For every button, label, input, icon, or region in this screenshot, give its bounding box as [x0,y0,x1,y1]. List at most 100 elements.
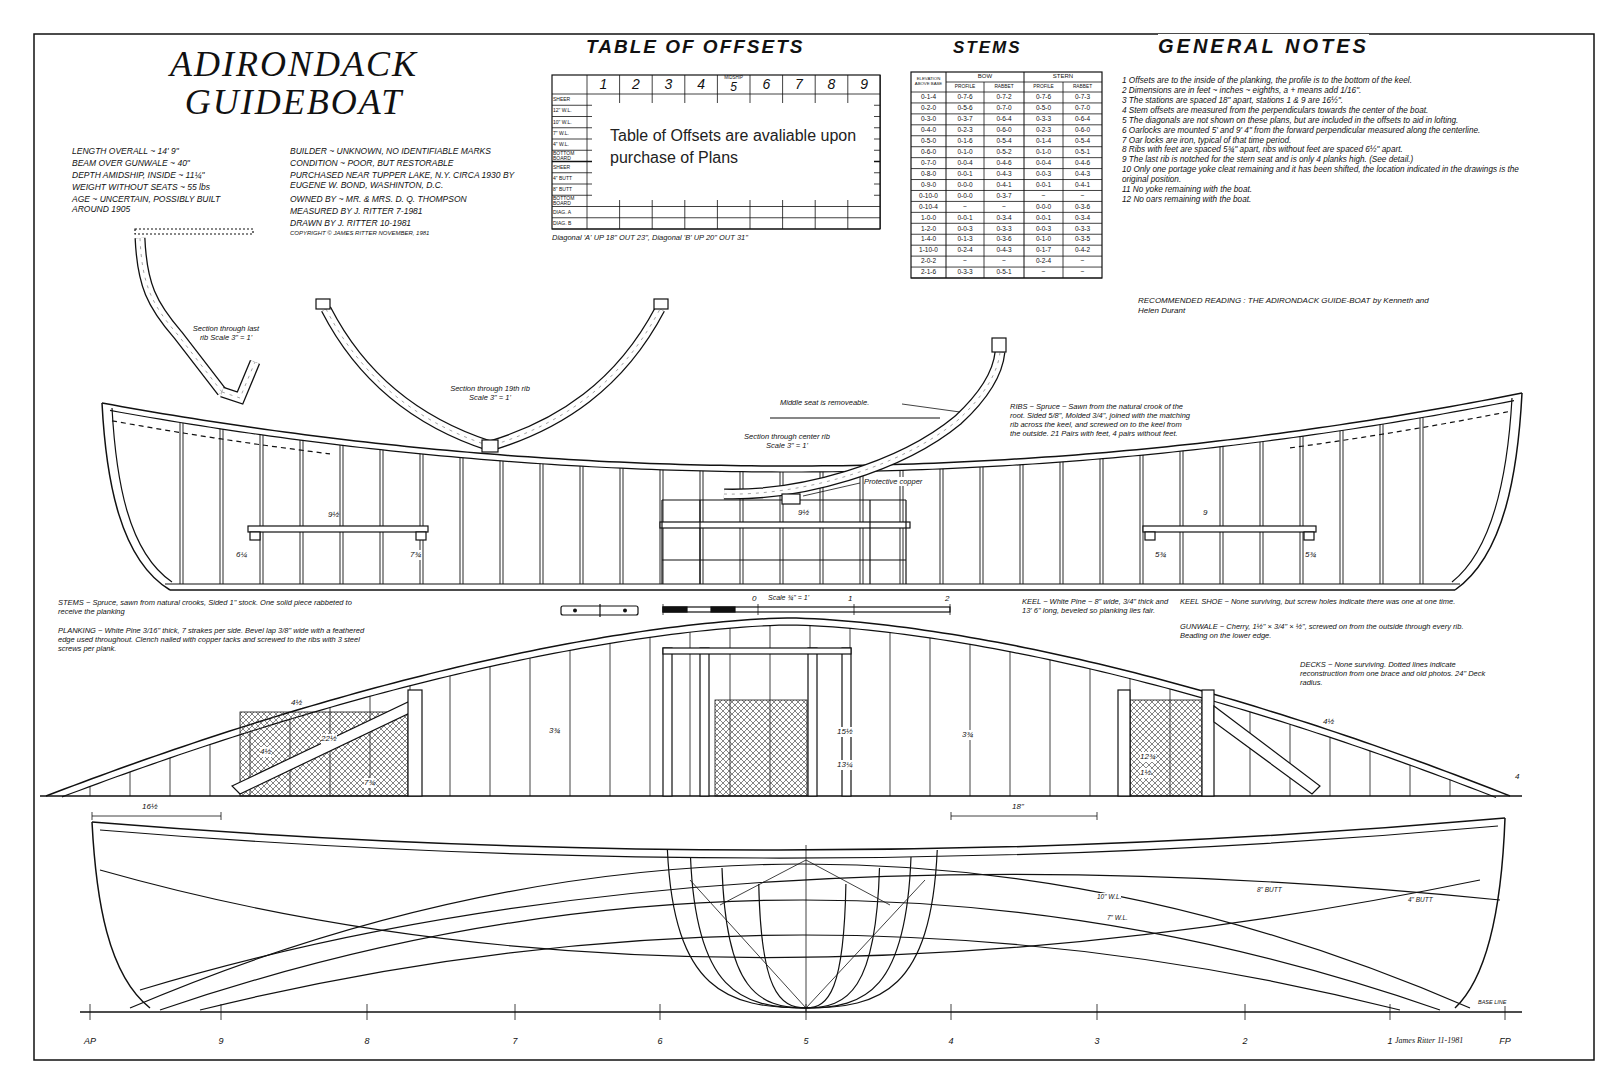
label-anchor: 0-5-4 [984,136,1024,147]
rib-line [623,468,624,584]
label-anchor: PURCHASED NEAR TUPPER LAKE, N.Y. CIRCA 1… [290,170,518,190]
rib-line [650,637,651,796]
label-anchor: WEIGHT WITHOUT SEATS ~ 55 lbs [72,182,302,192]
label-anchor: 0-0-0 [946,190,984,201]
table-cell: 0-5-2 [996,149,1011,156]
table-cell: ~ [1081,193,1085,200]
label-anchor: 10 Only one portage yoke cleat remaining… [1122,165,1522,184]
dimension-text: 9½ [328,510,339,520]
rib-line [263,435,264,584]
label-anchor: ~ [1024,267,1063,278]
label-anchor: ~ [1063,256,1102,267]
seat-frame [663,648,851,654]
station-tick [951,1004,952,1020]
rib-section [724,352,1000,494]
rib-section [222,362,255,398]
table-cell: 0-3-6 [1075,204,1090,211]
seat-cleat [1304,532,1314,540]
label-anchor: 0-5-0 [1024,103,1063,114]
rib-line [423,454,424,584]
dimension-text: 12¾ [1140,752,1156,762]
rib-line [1380,425,1381,584]
station-section [806,884,846,1008]
label-anchor: 2 [1233,1036,1257,1047]
rib-line [220,429,221,584]
table-cell: 0-3-7 [957,116,972,123]
buttock-curve [140,874,1500,990]
column-heading: RABBET [994,84,1013,90]
table-frame [552,75,880,229]
rib-line [983,467,984,584]
general-note: 8 Ribs with feet are spaced 5¾" apart, r… [1122,145,1403,154]
part-callout: Protective copper [864,477,922,486]
station-number: 1 [599,76,607,93]
rib-line [420,454,421,584]
drawing-border [34,34,1594,1060]
table-rule [911,245,1102,246]
label-anchor: James Ritter 11-1981 [1395,1036,1515,1046]
section-callout: Section through 19th rib Scale 3" = 1' [440,384,540,402]
scale-tick [950,604,951,615]
table-cell: 0-7-6 [957,94,972,101]
dimension-text: Scale ¾" = 1' [768,594,809,602]
rib-line [1330,737,1331,796]
label-anchor: 0-0-3 [1024,223,1063,234]
spec-text: AGE ~ UNCERTAIN, POSSIBLY BUILT AROUND 1… [72,194,222,214]
dimension-text: 4" BUTT [1408,896,1433,904]
label-anchor: BASE LINE [1478,999,1538,1006]
label-anchor: ~ [984,201,1024,212]
label-anchor: DIAG. B [553,218,586,229]
construction-note: RIBS ~ Spruce ~ Sawn from the natural cr… [1010,402,1190,438]
label-anchor: TABLE OF OFFSETS [586,36,856,59]
station-number: 9 [218,1036,223,1047]
label-anchor: 22½ [321,734,381,744]
table-cell: 0-0-1 [1036,182,1051,189]
rib-line [500,461,501,584]
dimension-text: 7" W.L. [1107,914,1128,922]
label-anchor: STEMS [953,38,1073,58]
label-anchor: Section through last rib Scale 3" = 1' [190,324,262,342]
gunwale-block [654,299,668,309]
rib-line [90,786,91,796]
leader-line [803,483,860,496]
table-rule [911,223,1102,224]
rib-section [326,309,660,446]
spec-text: DRAWN BY J. RITTER 10-1981 [290,218,411,228]
label-anchor: 0-0-1 [1024,180,1063,191]
rib-line [1340,431,1341,584]
general-note: 5 The diagonals are not shown on these p… [1122,116,1458,125]
table-cell: 0-5-1 [1075,149,1090,156]
rib-line [460,458,461,584]
table-cell: 0-7-0 [1075,105,1090,112]
section-heading: TABLE OF OFFSETS [586,36,804,59]
label-anchor: 0-1-6 [946,136,984,147]
table-cell: 0-0-0 [1036,204,1051,211]
label-anchor: 0-4-0 [911,125,946,136]
rib-line [540,464,541,584]
label-anchor: 15½ [837,727,897,737]
table-cell: 0-0-1 [957,215,972,222]
station-tick [1245,1004,1246,1020]
seat-frame [232,702,416,794]
table-cell: 0-7-3 [1075,94,1090,101]
stem-outline [102,403,170,590]
label-anchor: 0-7-0 [1063,103,1102,114]
label-anchor: 8 [815,76,848,93]
rib-line [210,745,211,796]
label-anchor: 2 Dimensions are in feet ~ inches ~ eigh… [1122,86,1522,95]
scale-tick [663,604,664,615]
label-anchor: 6 Oarlocks are mounted 5' and 9' 4" from… [1122,126,1522,135]
label-anchor: 0-8-0 [911,169,946,180]
label-anchor: 0-6-0 [911,147,946,158]
label-anchor: 0-5-1 [984,267,1024,278]
seat-frame [1214,706,1320,794]
station-section [759,884,806,1008]
table-cell: 0-4-3 [996,171,1011,178]
label-anchor: 0-1-3 [946,234,984,245]
label-anchor: 0-4-3 [984,245,1024,256]
table-cell: ~ [1042,193,1046,200]
label-anchor: 12" W.L. [553,105,586,116]
label-anchor: DECKS ~ None surviving. Dotted lines ind… [1300,660,1490,687]
cane-seat [1130,700,1202,796]
row-heading: 10" W.L. [553,120,572,125]
